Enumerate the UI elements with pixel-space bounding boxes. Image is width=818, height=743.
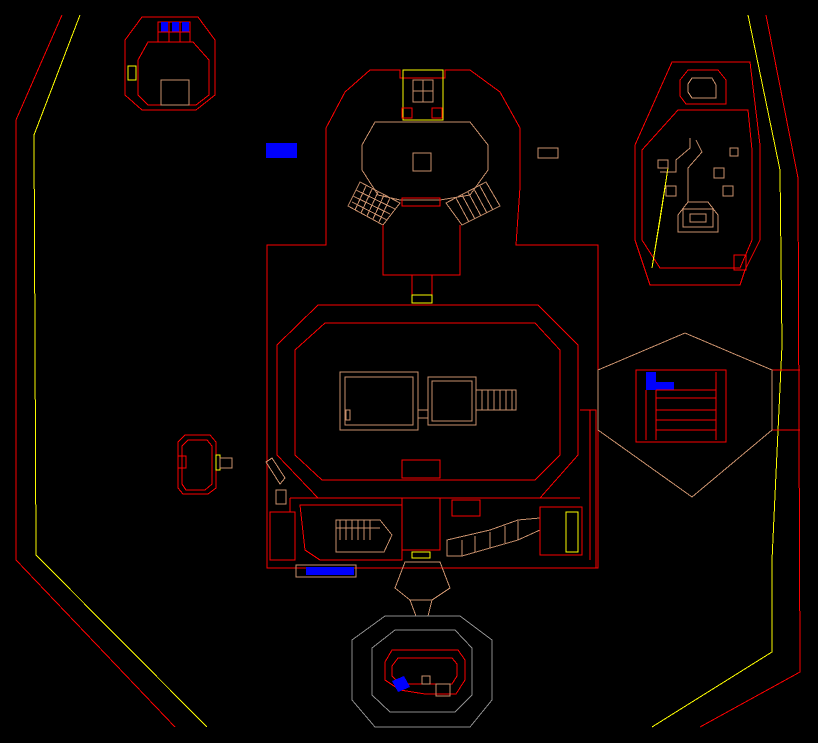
north-dome <box>266 69 599 569</box>
main-courtyard <box>276 304 579 499</box>
south-halls <box>265 409 597 578</box>
east-hex-room <box>597 332 773 498</box>
north-dome-stairs-west <box>347 181 401 226</box>
west-boundary-corridor <box>15 14 208 728</box>
teleport-pad <box>266 143 297 158</box>
west-small-room <box>177 434 233 495</box>
north-dome-stairs-east <box>445 181 501 226</box>
north-vestibule <box>382 147 559 304</box>
south-gate <box>394 561 451 617</box>
northwest-round-room <box>124 16 216 111</box>
south-pool-room <box>351 615 493 728</box>
northeast-temple <box>634 61 761 286</box>
east-boundary-corridor <box>651 14 801 728</box>
